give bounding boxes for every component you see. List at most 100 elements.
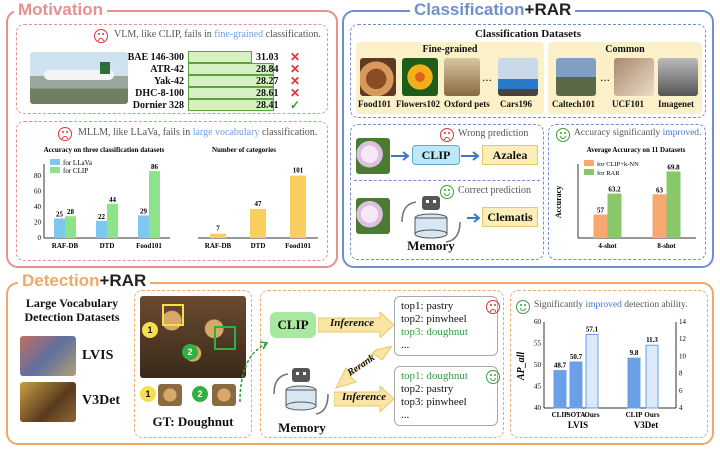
crop-marker-1: 1 [140, 386, 156, 402]
rar-bar [607, 193, 622, 238]
classification-datasets-subpanel [350, 24, 706, 118]
inference-label: Inference [330, 317, 374, 329]
x-tick-label: 8-shot [657, 242, 676, 250]
fine-grained-ellipsis: ... [482, 70, 493, 84]
vlm-subpanel [16, 24, 328, 114]
v3det-bar [645, 344, 659, 409]
pet-photo [444, 58, 480, 96]
y-tick-label: 12 [679, 335, 687, 343]
bar-value-label: 22 [98, 213, 106, 221]
memory-label: Memory [278, 420, 326, 435]
rank-item: top3: pinwheel [401, 396, 467, 408]
happy-face-icon [516, 300, 530, 314]
y-tick-label: 50 [534, 361, 542, 369]
detection-memory-icon [273, 368, 329, 415]
x-tick-label: RAF-DB [205, 242, 232, 250]
y-tick-label: 6 [679, 387, 683, 395]
rank-item: ... [401, 409, 410, 421]
dashed-flow-arrow [239, 341, 269, 403]
score-value: 28.61 [256, 88, 279, 99]
x-tick-label: 4-shot [598, 242, 617, 250]
category-bar [250, 208, 266, 238]
llava-bar [96, 220, 107, 238]
y-tick-label: 45 [534, 383, 542, 391]
v3det-bar [627, 357, 641, 409]
wrong-mark-icon: ✕ [290, 74, 301, 88]
common-label: Common [605, 44, 645, 55]
legend-label: for CLIP [63, 167, 88, 175]
y-tick-label: 60 [34, 187, 42, 195]
memory-robot-icon [401, 196, 461, 243]
clip-model-box: CLIP [412, 145, 460, 165]
y-tick-label: 55 [534, 340, 542, 348]
bar-value-label: 29 [140, 207, 148, 215]
score-bar [188, 75, 274, 87]
detection-improvement-note: Significantly improved detection ability… [534, 300, 688, 310]
category-count-chart: Number of categories7RAF-DB47DTD101Food1… [198, 146, 318, 250]
y-tick-label: 14 [679, 318, 687, 326]
score-label: BAE 146-300 [127, 52, 184, 63]
x-tick-label: CLIP [626, 411, 643, 419]
flow-arrow [461, 151, 480, 161]
crop-2-photo [212, 384, 236, 406]
aircraft-tail [100, 62, 110, 74]
happy-face-icon [486, 370, 500, 384]
v3det-label: V3Det [82, 393, 121, 408]
score-bar [188, 51, 252, 63]
bar-value-label: 47 [255, 200, 263, 208]
rank-item: ... [401, 339, 410, 351]
x-tick-label: SOTA [567, 411, 586, 419]
x-tick-label: Food101 [285, 242, 311, 250]
legend-swatch [584, 169, 594, 175]
sad-face-icon [94, 29, 108, 43]
x-tick-label: DTD [251, 242, 266, 250]
legend-swatch [584, 160, 594, 166]
action-photo [614, 58, 654, 96]
rerank-arrow [335, 346, 393, 389]
flow-arrow [467, 213, 481, 223]
sad-face-icon [440, 128, 454, 142]
rank-item: top1: pastry [401, 300, 454, 312]
food-photo [360, 58, 396, 96]
llava-clip-accuracy-chart: Accuracy on three classification dataset… [34, 146, 170, 250]
rank-item: top2: pinwheel [401, 313, 467, 325]
bar-value-label: 48.7 [554, 362, 567, 370]
marker-1: 1 [142, 322, 158, 338]
legend-swatch [50, 159, 60, 165]
rank-item: top3: doughnut [401, 326, 468, 338]
chart-title: Number of categories [212, 146, 276, 154]
wrong-mark-icon: ✕ [290, 86, 301, 100]
bar-value-label: 63 [656, 186, 664, 194]
fine-grained-label: Fine-grained [422, 44, 478, 55]
chart-title: Accuracy on three classification dataset… [44, 146, 165, 154]
y-tick-label: 40 [34, 203, 42, 211]
x-tick-label: Ours [644, 411, 659, 419]
score-value: 31.03 [256, 52, 279, 63]
flower-photo [402, 58, 438, 96]
bar-value-label: 101 [293, 167, 304, 175]
bar-value-label: 57 [597, 206, 605, 214]
accuracy-subpanel [548, 124, 706, 260]
rerank-subpanel [260, 290, 504, 438]
lvis-photo [20, 336, 76, 376]
happy-face-icon [556, 128, 570, 142]
detection-box-1 [162, 304, 184, 326]
x-tick-label: CLIP [552, 411, 569, 419]
legend-label: for CLIP+k-NN [597, 161, 639, 168]
score-label: Dornier 328 [132, 100, 184, 111]
bar-value-label: 44 [109, 196, 117, 204]
flower-query-photo [356, 198, 390, 234]
score-bar [188, 63, 274, 75]
score-bar [188, 99, 274, 111]
imagenet-photo [658, 58, 698, 96]
aircraft-photo [30, 52, 128, 104]
sad-face-icon [486, 300, 500, 314]
y-tick-label: 40 [534, 404, 542, 412]
y-tick-label: 0 [38, 234, 42, 242]
detection-clip-box: CLIP [270, 312, 316, 338]
lvis-bar [553, 370, 567, 409]
group-label: LVIS [568, 420, 588, 430]
llava-bar [138, 215, 149, 238]
bar-value-label: 86 [151, 163, 159, 171]
bar-value-label: 50.7 [570, 353, 583, 361]
